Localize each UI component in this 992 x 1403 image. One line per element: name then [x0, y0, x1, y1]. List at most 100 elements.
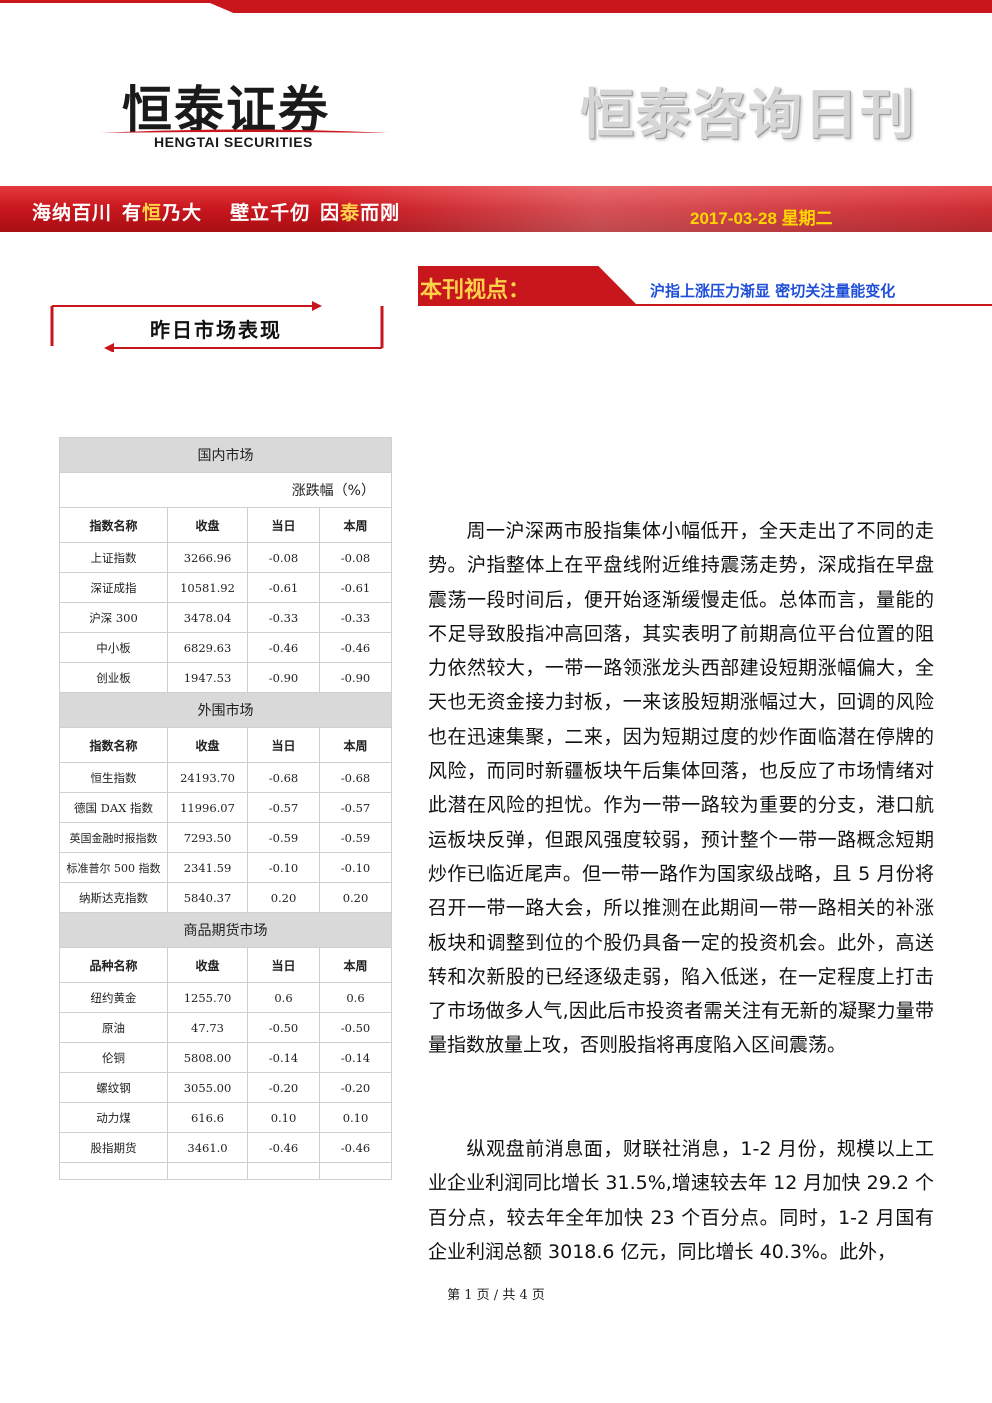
- article-paragraph-1: 周一沪深两市股指集体小幅低开，全天走出了不同的走势。沪指整体上在平盘线附近维持震…: [428, 514, 934, 1063]
- column-header: 收盘: [167, 507, 248, 543]
- section-title-arrows-icon: [50, 301, 384, 352]
- banner-gradient: [0, 186, 992, 232]
- domestic-market-title: 国内市场: [59, 437, 392, 473]
- index-name: 中小板: [59, 632, 168, 663]
- slogan-part-4c: 而刚: [360, 202, 401, 224]
- index-name: 标准普尔 500 指数: [59, 852, 168, 883]
- column-header: 当日: [247, 947, 320, 983]
- banner-highlight: [330, 186, 992, 232]
- section-title-frame: 昨日市场表现: [50, 300, 384, 352]
- table-row: 纳斯达克指数 5840.37 0.20 0.20: [59, 882, 392, 913]
- column-header: 收盘: [167, 727, 248, 763]
- slogan-banner: [0, 186, 992, 232]
- overseas-market-title: 外围市场: [59, 692, 392, 728]
- table-row: 螺纹钢 3055.00 -0.20 -0.20: [59, 1072, 392, 1103]
- table-row: 伦铜 5808.00 -0.14 -0.14: [59, 1042, 392, 1073]
- column-header: 指数名称: [59, 727, 168, 763]
- commodity-name: 原油: [59, 1012, 168, 1043]
- table-row: 深证成指 10581.92 -0.61 -0.61: [59, 572, 392, 603]
- slogan-part-3: 壁立千仞: [230, 202, 311, 224]
- daily-change: -0.10: [247, 852, 320, 883]
- market-data-table: 国内市场 涨跌幅（%） 指数名称 收盘 当日 本周 上证指数 3266.96 -…: [59, 437, 392, 1180]
- close-value: 6829.63: [167, 632, 248, 663]
- weekly-change: -0.57: [319, 792, 392, 823]
- column-header: 本周: [319, 727, 392, 763]
- commodity-name: 股指期货: [59, 1132, 168, 1163]
- empty-cell: [247, 1162, 320, 1180]
- top-decorative-bar: [0, 0, 992, 14]
- weekly-change: -0.33: [319, 602, 392, 633]
- close-value: 3266.96: [167, 542, 248, 573]
- weekly-change: 0.20: [319, 882, 392, 913]
- close-value: 3461.0: [167, 1132, 248, 1163]
- viewpoint-bar: 本刊视点： 沪指上涨压力渐显 密切关注量能变化: [418, 266, 992, 306]
- commodities-column-headers: 品种名称 收盘 当日 本周: [59, 947, 392, 983]
- daily-change: -0.14: [247, 1042, 320, 1073]
- index-name: 德国 DAX 指数: [59, 792, 168, 823]
- domestic-column-headers: 指数名称 收盘 当日 本周: [59, 507, 392, 543]
- weekly-change: -0.61: [319, 572, 392, 603]
- daily-change: -0.46: [247, 1132, 320, 1163]
- close-value: 7293.50: [167, 822, 248, 853]
- close-value: 47.73: [167, 1012, 248, 1043]
- daily-change: -0.57: [247, 792, 320, 823]
- column-header: 本周: [319, 947, 392, 983]
- close-value: 24193.70: [167, 762, 248, 793]
- daily-change: -0.33: [247, 602, 320, 633]
- table-row: 动力煤 616.6 0.10 0.10: [59, 1102, 392, 1133]
- weekly-change: -0.20: [319, 1072, 392, 1103]
- unit-row: 涨跌幅（%）: [59, 472, 392, 508]
- daily-change: 0.10: [247, 1102, 320, 1133]
- index-name: 创业板: [59, 662, 168, 693]
- daily-change: -0.61: [247, 572, 320, 603]
- empty-cell: [59, 1162, 168, 1180]
- commodity-name: 螺纹钢: [59, 1072, 168, 1103]
- slogan-highlight-tai: 泰: [340, 202, 361, 224]
- article-paragraph-2: 纵观盘前消息面，财联社消息，1-2 月份，规模以上工业企业利润同比增长 31.5…: [428, 1132, 934, 1269]
- weekly-change: -0.46: [319, 632, 392, 663]
- table-row: 恒生指数 24193.70 -0.68 -0.68: [59, 762, 392, 793]
- empty-cell: [319, 1162, 392, 1180]
- index-name: 沪深 300: [59, 602, 168, 633]
- top-red-line: [0, 0, 992, 3]
- column-header: 品种名称: [59, 947, 168, 983]
- daily-change: -0.68: [247, 762, 320, 793]
- index-name: 纳斯达克指数: [59, 882, 168, 913]
- close-value: 5840.37: [167, 882, 248, 913]
- slogan-part-2c: 乃大: [162, 202, 203, 224]
- close-value: 616.6: [167, 1102, 248, 1133]
- slogan-part-1: 海纳百川: [32, 202, 113, 224]
- weekly-change: -0.59: [319, 822, 392, 853]
- daily-change: -0.50: [247, 1012, 320, 1043]
- close-value: 1947.53: [167, 662, 248, 693]
- column-header: 收盘: [167, 947, 248, 983]
- viewpoint-underline: [418, 304, 992, 306]
- commodity-name: 动力煤: [59, 1102, 168, 1133]
- daily-change: 0.6: [247, 982, 320, 1013]
- close-value: 5808.00: [167, 1042, 248, 1073]
- table-row: 标准普尔 500 指数 2341.59 -0.10 -0.10: [59, 852, 392, 883]
- weekly-change: 0.6: [319, 982, 392, 1013]
- slogan-highlight-heng: 恒: [142, 202, 163, 224]
- slogan-part-4a: 因: [320, 202, 341, 224]
- column-header: 当日: [247, 507, 320, 543]
- daily-change: -0.20: [247, 1072, 320, 1103]
- overseas-market-header: 外围市场: [59, 692, 392, 728]
- daily-change: -0.08: [247, 542, 320, 573]
- empty-cell: [167, 1162, 248, 1180]
- close-value: 11996.07: [167, 792, 248, 823]
- overseas-column-headers: 指数名称 收盘 当日 本周: [59, 727, 392, 763]
- close-value: 2341.59: [167, 852, 248, 883]
- viewpoint-label: 本刊视点：: [420, 278, 531, 303]
- table-row: 股指期货 3461.0 -0.46 -0.46: [59, 1132, 392, 1163]
- weekly-change: -0.90: [319, 662, 392, 693]
- commodities-market-title: 商品期货市场: [59, 912, 392, 948]
- unit-label: 涨跌幅（%）: [59, 472, 392, 508]
- table-row: 上证指数 3266.96 -0.08 -0.08: [59, 542, 392, 573]
- commodity-name: 纽约黄金: [59, 982, 168, 1013]
- close-value: 10581.92: [167, 572, 248, 603]
- top-red-band: [210, 3, 992, 13]
- slogan-part-2a: 有: [122, 202, 143, 224]
- domestic-market-header: 国内市场: [59, 437, 392, 473]
- commodities-market-header: 商品期货市场: [59, 912, 392, 948]
